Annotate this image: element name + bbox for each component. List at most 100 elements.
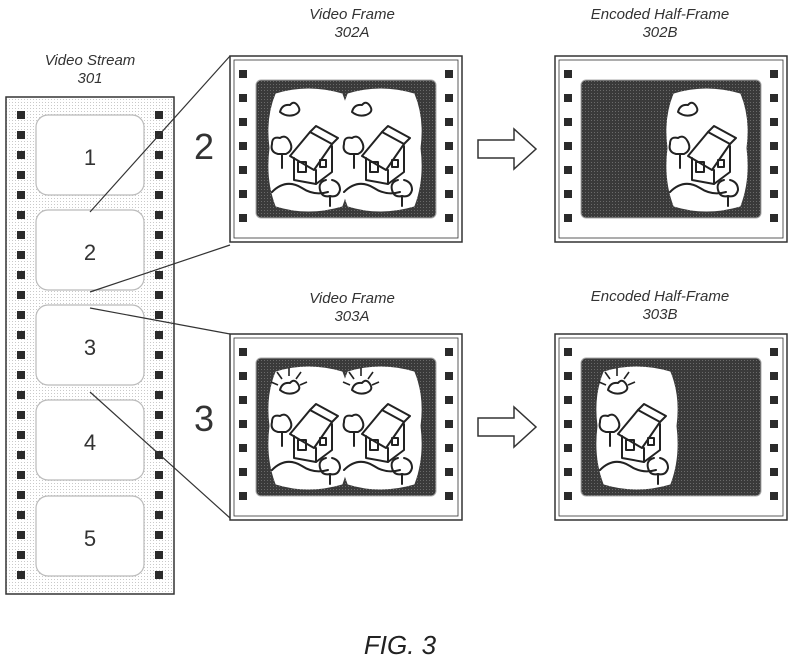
sprocket-hole [155,311,163,319]
sprocket-hole [17,351,25,359]
sprocket-hole [239,94,247,102]
sprocket-hole [239,166,247,174]
sprocket-hole [155,531,163,539]
sprocket-hole [770,396,778,404]
encoded-frame-label-2: Encoded Half-Frame 303B [560,288,760,324]
zoom-connector-lines [89,55,231,519]
filmstrip-frame-1: 1 [35,114,145,196]
filmstrip-frame-3: 3 [35,304,145,386]
sprocket-hole [17,491,25,499]
sprocket-hole [770,190,778,198]
video-frame-title: Video Frame [309,6,395,23]
sprocket-hole [155,371,163,379]
filmstrip-frame-5: 5 [35,495,145,577]
sprocket-hole [239,142,247,150]
house-scene-image [267,366,351,490]
encoded-frame-title: Encoded Half-Frame [590,6,730,23]
sprocket-hole [770,166,778,174]
video-stream-label: Video Stream 301 [20,52,160,88]
sprocket-hole [445,372,453,380]
encode-arrow-icon [477,127,538,171]
video-frame-label-1: Video Frame 302A [262,6,442,42]
sprocket-hole [564,70,572,78]
filmstrip-frame-number: 4 [84,430,96,455]
sprocket-hole [155,111,163,119]
house-scene-image [339,88,423,212]
sprocket-hole [155,331,163,339]
sprocket-hole [17,251,25,259]
sprocket-hole [770,118,778,126]
sprocket-hole [239,444,247,452]
sprocket-hole [770,348,778,356]
sprocket-hole [445,348,453,356]
sprocket-hole [445,142,453,150]
filmstrip-frame-number: 2 [84,240,96,265]
encoded-frame-title: Encoded Half-Frame [590,288,730,305]
sprocket-hole [239,372,247,380]
sprocket-hole [155,291,163,299]
sprocket-hole [564,142,572,150]
video-frame-302A [229,55,463,243]
sprocket-hole [564,492,572,500]
encode-arrow-icon [477,405,538,449]
sprocket-hole [17,111,25,119]
filmstrip-frame-number: 1 [84,145,96,170]
sprocket-hole [564,166,572,174]
sprocket-hole [564,444,572,452]
sprocket-hole [445,420,453,428]
sprocket-hole [17,211,25,219]
sprocket-hole [564,214,572,222]
sprocket-hole [17,151,25,159]
house-scene-image [267,88,351,212]
sprocket-hole [770,420,778,428]
connector-line [89,391,231,519]
sprocket-hole [239,214,247,222]
sprocket-hole [17,431,25,439]
sprocket-hole [155,211,163,219]
sprocket-hole [155,431,163,439]
sprocket-hole [239,190,247,198]
sprocket-hole [564,348,572,356]
sprocket-hole [17,411,25,419]
connector-line [89,307,231,335]
sprocket-hole [564,372,572,380]
sprocket-hole [239,492,247,500]
sprocket-hole [564,396,572,404]
sprocket-hole [239,468,247,476]
video-stream-title: Video Stream [44,52,136,69]
sprocket-hole [445,468,453,476]
sprocket-hole [445,118,453,126]
filmstrip-frame-number: 3 [84,335,96,360]
sprocket-hole [155,471,163,479]
sprocket-hole [770,94,778,102]
sprocket-hole [564,94,572,102]
sprocket-hole [770,444,778,452]
encoded-frame-ref: 303B [642,306,678,323]
sprocket-hole [17,171,25,179]
sprocket-hole [17,571,25,579]
sprocket-hole [17,531,25,539]
frame-panels [229,55,788,521]
connector-line [89,244,231,293]
sprocket-hole [770,142,778,150]
sprocket-hole [445,214,453,222]
video-stream-filmstrip: 1 2 3 4 5 [5,96,175,595]
sprocket-hole [239,118,247,126]
filmstrip-frame-2: 2 [35,209,145,291]
video-frame-label-2: Video Frame 303A [262,290,442,326]
video-frame-title: Video Frame [309,290,395,307]
sprocket-hole [770,492,778,500]
sprocket-hole [17,291,25,299]
sprocket-hole [155,391,163,399]
sprocket-hole [564,118,572,126]
sprocket-hole [239,396,247,404]
video-frame-303A [229,333,463,521]
sprocket-hole [155,251,163,259]
connector-line [89,55,231,213]
sprocket-hole [445,492,453,500]
sprocket-hole [445,396,453,404]
sprocket-hole [239,348,247,356]
sprocket-hole [155,511,163,519]
sprocket-hole [155,491,163,499]
sprocket-hole [445,70,453,78]
